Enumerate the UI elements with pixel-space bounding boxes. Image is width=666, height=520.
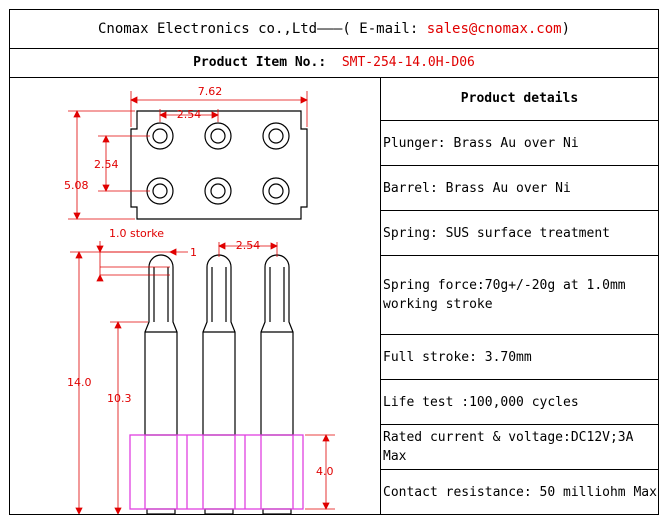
- detail-spring: Spring: SUS surface treatment: [381, 211, 658, 256]
- detail-full-stroke: Full stroke: 3.70mm: [381, 335, 658, 380]
- technical-drawing: 7.62 2.54 2.54 5.08: [10, 77, 381, 515]
- detail-contact-resistance: Contact resistance: 50 milliohm Max: [383, 484, 657, 500]
- email-link[interactable]: sales@cnomax.com: [426, 21, 562, 37]
- product-details-panel: Product details Plunger: Brass Au over N…: [381, 77, 658, 514]
- dim-height: 5.08: [64, 179, 89, 192]
- dim-one: 1: [190, 246, 197, 259]
- dim-row-pitch: 2.54: [94, 158, 119, 171]
- housing-outline: [130, 110, 308, 220]
- header-close: ): [561, 21, 571, 37]
- email-label: E-mail:: [359, 21, 419, 37]
- dim-total: 14.0: [67, 376, 92, 389]
- header-dash: ———(: [317, 21, 351, 37]
- detail-spring-force: Spring force:70g+/-20g at 1.0mm working …: [381, 256, 658, 335]
- company-header: Cnomax Electronics co.,Ltd ———( E-mail: …: [10, 10, 658, 49]
- base-housing: [129, 434, 304, 510]
- product-item-number: SMT-254-14.0H-D06: [341, 55, 475, 70]
- dim-width: 7.62: [198, 85, 223, 98]
- drawing-svg: 7.62 2.54 2.54 5.08: [64, 85, 335, 515]
- dim-base: 4.0: [316, 465, 334, 478]
- dim-stroke-label: 1.0 storke: [109, 227, 164, 240]
- dim-pitch-side: 2.54: [236, 239, 261, 252]
- detail-life-test: Life test :100,000 cycles: [381, 380, 658, 425]
- detail-plunger: Plunger: Brass Au over Ni: [381, 121, 658, 166]
- detail-rated-current: Rated current & voltage:DC12V;3A Max: [381, 425, 658, 470]
- pin-holes: [146, 122, 290, 205]
- side-dimensions: [70, 241, 335, 515]
- product-item-label: Product Item No.:: [193, 55, 327, 70]
- details-title: Product details: [381, 77, 658, 121]
- company-name: Cnomax Electronics co.,Ltd: [97, 21, 318, 37]
- spec-sheet: Cnomax Electronics co.,Ltd ———( E-mail: …: [9, 9, 659, 515]
- top-view: 7.62 2.54 2.54 5.08: [64, 85, 308, 220]
- pin-outlines: [144, 254, 294, 515]
- detail-barrel: Barrel: Brass Au over Ni: [381, 166, 658, 211]
- dim-body: 10.3: [107, 392, 132, 405]
- dim-pitch-top: 2.54: [177, 108, 202, 121]
- product-item-row: Product Item No.: SMT-254-14.0H-D06: [10, 48, 658, 78]
- top-dimensions: [68, 91, 308, 220]
- side-view: 1.0 storke 1 2.54 14.0 10.3 4.0: [67, 227, 335, 515]
